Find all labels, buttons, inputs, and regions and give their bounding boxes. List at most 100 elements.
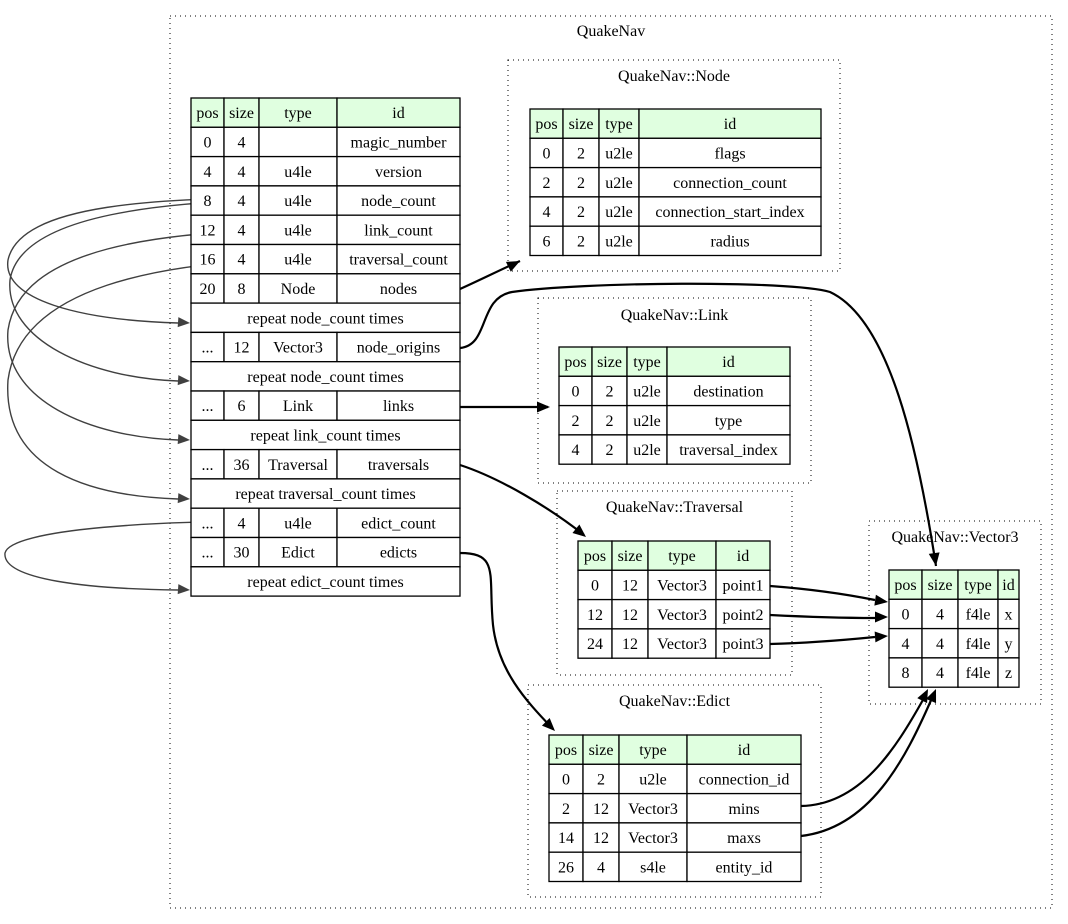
cell-size bbox=[223, 243, 260, 275]
cell-type-text: Vector3 bbox=[628, 830, 678, 847]
cell-id bbox=[686, 792, 802, 824]
cell-id-text: point1 bbox=[723, 577, 764, 594]
cell-size-text: 12 bbox=[234, 340, 250, 357]
cell-pos-text: ... bbox=[202, 545, 214, 562]
repeat-cell bbox=[190, 566, 461, 597]
cell-id-text: magic_number bbox=[351, 134, 448, 151]
cell-pos-text: 4 bbox=[572, 442, 580, 459]
cell-pos bbox=[548, 822, 584, 853]
cell-pos bbox=[548, 851, 584, 883]
cell-type bbox=[258, 155, 338, 187]
cell-size bbox=[223, 185, 260, 216]
cell-pos-text: 14 bbox=[558, 830, 574, 847]
cell-id bbox=[336, 126, 461, 158]
header-label: pos bbox=[535, 116, 557, 133]
header-label: pos bbox=[196, 105, 218, 122]
cell-type bbox=[598, 196, 640, 227]
cell-type-text: u2le bbox=[633, 413, 661, 430]
cell-type bbox=[258, 273, 338, 304]
repeat-row: repeat link_count times bbox=[190, 419, 461, 451]
header-label: pos bbox=[584, 548, 606, 565]
cell-type-text: u2le bbox=[633, 383, 661, 400]
repeat-label: repeat node_count times bbox=[247, 369, 403, 386]
cell-size-text: 4 bbox=[238, 134, 246, 151]
cell-id-text: nodes bbox=[380, 281, 417, 298]
cell-pos-text: 6 bbox=[543, 233, 551, 250]
cluster-traversal-frame bbox=[556, 490, 793, 676]
cell-id bbox=[336, 331, 461, 363]
cell-size-text: 2 bbox=[577, 175, 585, 192]
cell-id bbox=[715, 628, 771, 659]
cell-type-text: u2le bbox=[605, 233, 633, 250]
cluster-link-title: QuakeNav::Link bbox=[621, 307, 729, 324]
cell-size bbox=[223, 214, 260, 246]
cluster-traversal: QuakeNav::Traversal bbox=[556, 490, 793, 676]
repeat-cell bbox=[190, 361, 461, 392]
cell-size-text: 12 bbox=[622, 607, 638, 624]
cell-id-text: point3 bbox=[723, 636, 764, 653]
arrowhead bbox=[177, 375, 190, 386]
cell-type bbox=[618, 763, 688, 795]
cell-size bbox=[921, 657, 959, 688]
cell-size-text: 4 bbox=[238, 515, 246, 532]
header-cell-id bbox=[336, 97, 461, 128]
cell-id-text: traversals bbox=[368, 457, 429, 474]
cell-pos bbox=[558, 404, 593, 436]
cell-pos-text: 12 bbox=[587, 607, 603, 624]
header-label: id bbox=[738, 742, 750, 759]
cell-id-text: entity_id bbox=[716, 859, 773, 876]
cell-id bbox=[666, 375, 791, 407]
header-label: pos bbox=[894, 577, 916, 594]
cell-size-text: 12 bbox=[593, 830, 609, 847]
arrowhead bbox=[505, 261, 520, 272]
arrowhead bbox=[917, 689, 928, 704]
cell-type-text: Node bbox=[281, 281, 316, 298]
cluster-edict-title: QuakeNav::Edict bbox=[619, 693, 731, 710]
cell-type bbox=[598, 166, 640, 198]
repeat-row: repeat node_count times bbox=[190, 302, 461, 334]
header-label: size bbox=[597, 354, 622, 371]
cell-id-text: destination bbox=[693, 383, 763, 400]
header-label: size bbox=[928, 577, 953, 594]
cell-id-text: link_count bbox=[364, 222, 433, 239]
edge-main-edicts-to-edict bbox=[459, 551, 554, 730]
cell-size-text: 4 bbox=[238, 252, 246, 269]
cell-type bbox=[598, 225, 640, 257]
cluster-link: QuakeNav::Link bbox=[537, 297, 812, 484]
cell-id-text: edict_count bbox=[361, 515, 436, 532]
cell-id-text: x bbox=[1005, 606, 1013, 623]
header-cell-type bbox=[626, 346, 668, 377]
cell-type-text: Edict bbox=[281, 545, 315, 562]
repeat-cell bbox=[190, 478, 461, 509]
cell-id-text: connection_start_index bbox=[655, 204, 804, 221]
cell-size bbox=[223, 448, 260, 480]
arrowhead bbox=[875, 611, 888, 623]
cell-id bbox=[638, 137, 822, 169]
cell-type-text: u4le bbox=[284, 222, 312, 239]
cell-size-text: 4 bbox=[936, 606, 944, 623]
cell-type-text: Vector3 bbox=[657, 636, 707, 653]
cell-size-text: 2 bbox=[577, 204, 585, 221]
clusters: QuakeNavQuakeNav::NodeQuakeNav::LinkQuak… bbox=[169, 15, 1053, 909]
cell-id-text: connection_count bbox=[673, 175, 787, 192]
cell-pos-text: ... bbox=[202, 398, 214, 415]
arrowhead bbox=[928, 552, 940, 566]
cell-type-text: u2le bbox=[605, 145, 633, 162]
cell-pos bbox=[529, 137, 564, 169]
cell-size-text: 12 bbox=[593, 801, 609, 818]
cell-size bbox=[582, 822, 620, 853]
